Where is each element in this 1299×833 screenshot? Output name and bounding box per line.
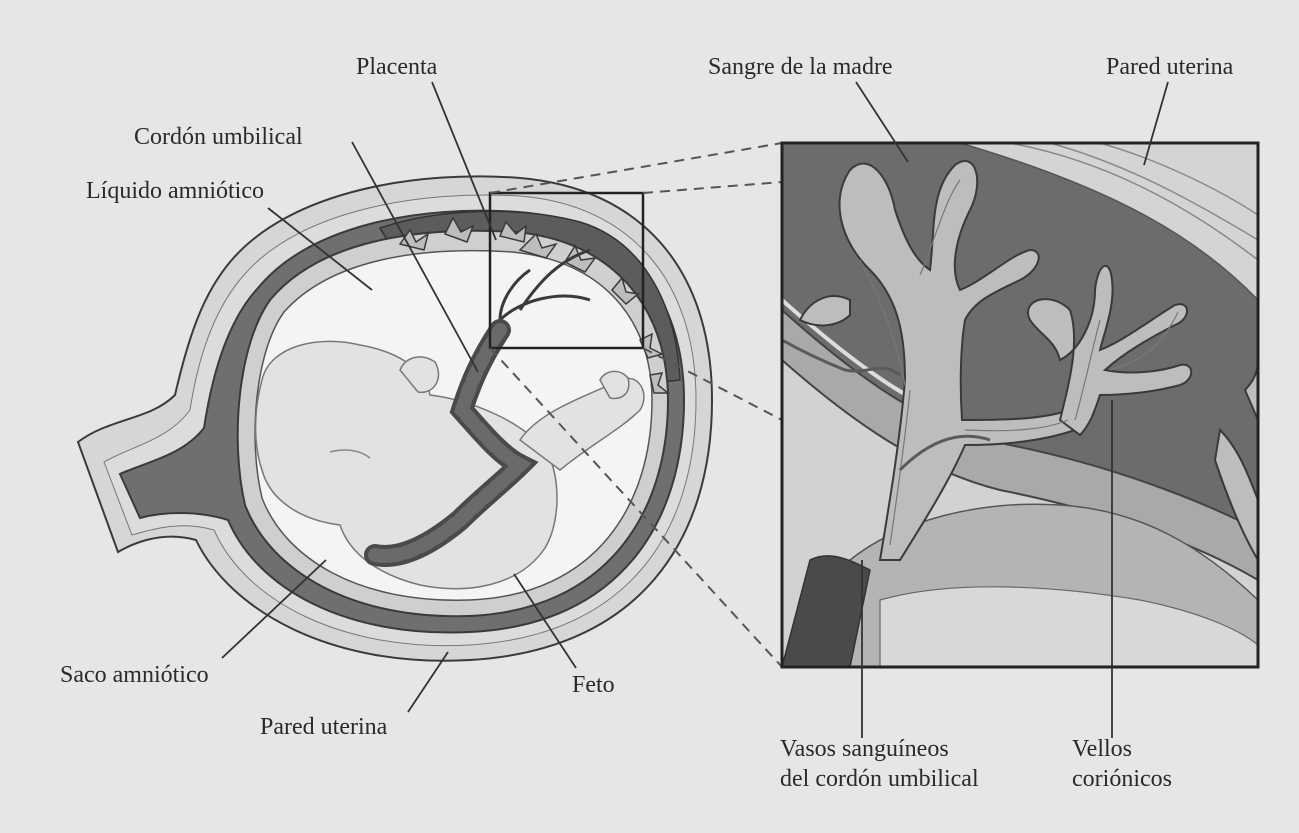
label-saco-amniotico: Saco amniótico xyxy=(60,660,209,690)
label-vasos-line2: del cordón umbilical xyxy=(780,764,979,794)
label-vasos-sanguineos: Vasos sanguíneos del cordón umbilical xyxy=(780,734,979,794)
label-placenta: Placenta xyxy=(356,52,437,82)
label-liquido-amniotico: Líquido amniótico xyxy=(86,176,264,206)
label-cordon-umbilical: Cordón umbilical xyxy=(134,122,303,152)
label-vellos-line2: coriónicos xyxy=(1072,764,1172,794)
label-pared-uterina-left: Pared uterina xyxy=(260,712,387,742)
label-sangre-madre: Sangre de la madre xyxy=(708,52,893,82)
label-vasos-line1: Vasos sanguíneos xyxy=(780,734,979,764)
magnified-view xyxy=(782,143,1258,667)
label-feto: Feto xyxy=(572,670,615,700)
label-vellos-corionicos: Vellos coriónicos xyxy=(1072,734,1172,794)
label-vellos-line1: Vellos xyxy=(1072,734,1172,764)
label-pared-uterina-right: Pared uterina xyxy=(1106,52,1233,82)
uterus-illustration xyxy=(78,176,712,660)
